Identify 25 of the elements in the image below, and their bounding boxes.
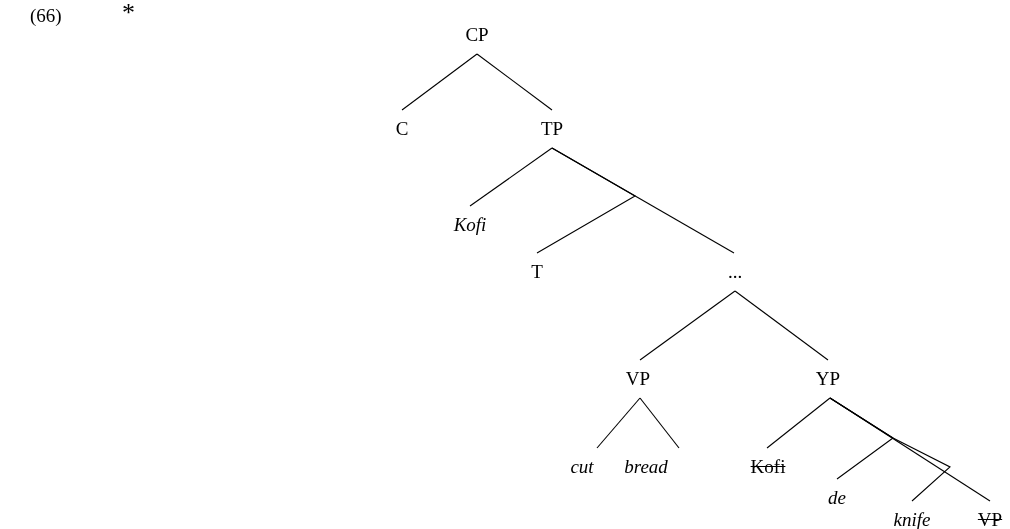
example-number: (66): [30, 5, 62, 27]
tree-label: cut: [567, 448, 597, 486]
tree-label: CP: [462, 16, 492, 54]
tree-label: ...: [724, 253, 746, 291]
deleted-tree-label: VP: [974, 501, 1006, 529]
tree-branch: [766, 397, 831, 449]
tree-label: Kofi: [450, 206, 490, 244]
tree-branch: [476, 53, 553, 111]
tree-branch: [639, 290, 736, 361]
tree-label: C: [392, 110, 412, 148]
tree-label: bread: [621, 448, 671, 486]
tree-branch: [829, 397, 991, 502]
tree-label: TP: [537, 110, 567, 148]
tree-branch: [596, 397, 641, 449]
tree-label: T: [528, 253, 546, 291]
tree-label: de: [825, 479, 849, 517]
tree-branch: [469, 147, 553, 207]
tree-branch: [401, 53, 478, 111]
tree-label: YP: [812, 360, 844, 398]
tree-label: VP: [622, 360, 654, 398]
tree-branch: [734, 290, 829, 361]
tree-branch: [551, 147, 735, 254]
ungrammatical-mark: *: [122, 2, 135, 24]
deleted-tree-label: Kofi: [747, 448, 789, 486]
tree-branch: [639, 397, 680, 449]
